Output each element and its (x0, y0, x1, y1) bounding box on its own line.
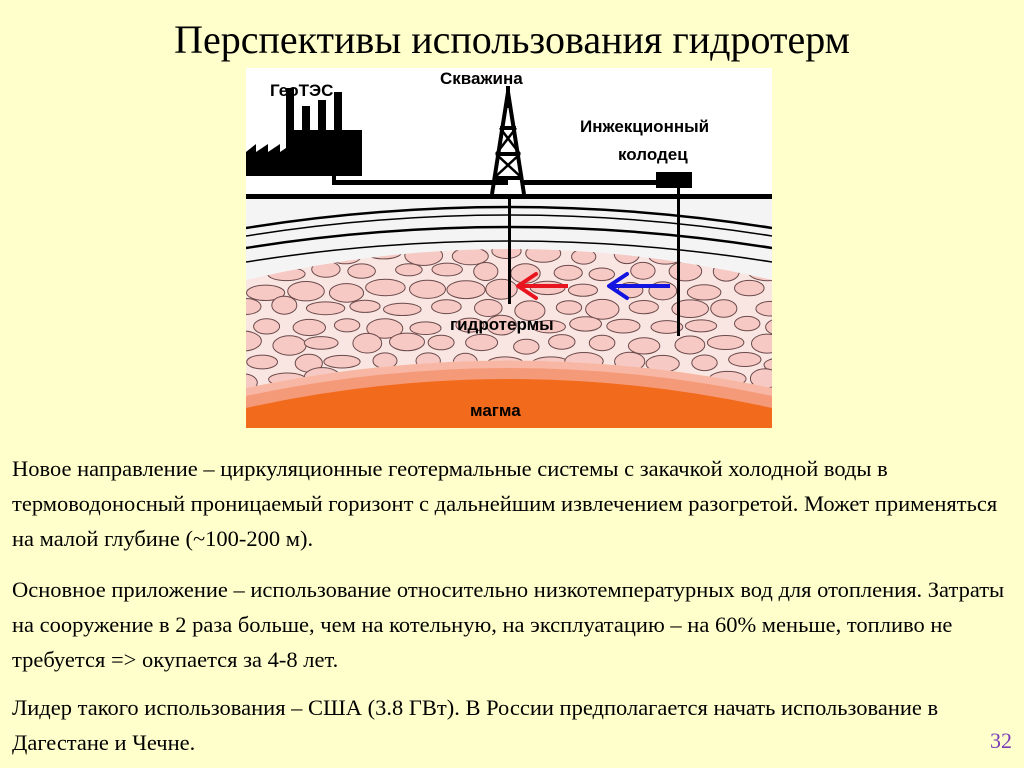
rock-pebble (763, 357, 772, 373)
paragraph-new-direction: Новое направление – циркуляционные геоте… (12, 456, 998, 551)
rock-pebble (395, 263, 423, 277)
rock-pebble (431, 262, 463, 277)
rock-pebble (253, 318, 281, 335)
rock-pebble (455, 317, 485, 333)
rock-pebble (674, 335, 706, 355)
rock-pebble (409, 321, 442, 336)
paragraph-leader: Лидер такого использования – США (3.8 ГВ… (12, 695, 939, 755)
rock-pebble (246, 284, 286, 302)
rock-pebble (555, 300, 583, 315)
rock-pebble (451, 249, 489, 266)
rock-pebble (305, 301, 346, 316)
rock-pebble (347, 263, 376, 279)
rock-pebble (548, 334, 576, 350)
rock-pebble (684, 319, 718, 333)
well-label: Скважина (440, 69, 523, 88)
rock-pebble (627, 337, 661, 355)
rock-pebble (585, 298, 620, 320)
rock-pebble (606, 318, 641, 334)
rock-pebble (328, 283, 365, 303)
plant-label: ГеоТЭС (270, 81, 333, 100)
rock-pebble (728, 352, 762, 367)
rock-pebble (365, 278, 406, 297)
rock-pebble (272, 335, 307, 356)
rock-pebble (287, 281, 325, 302)
rock-pebble (650, 320, 684, 334)
power-plant-icon (246, 88, 362, 176)
rock-pebble (474, 299, 503, 317)
rock-pebble (588, 334, 616, 352)
hydrotherms-label: гидротермы (450, 315, 554, 334)
rock-pebble (588, 267, 615, 282)
magma-label: магма (470, 401, 521, 420)
rock-pebble (486, 314, 517, 336)
rock-pebble (513, 338, 540, 355)
rock-pebble (246, 354, 278, 370)
rock-pebble (389, 332, 425, 352)
rock-pebble (734, 279, 765, 297)
rock-pebble (568, 283, 598, 297)
rock-pebble (323, 354, 361, 369)
injection-label-line1: Инжекционный (580, 117, 709, 136)
rock-pebble (473, 262, 499, 281)
rock-pebble (246, 330, 262, 352)
rock-pebble (630, 261, 656, 280)
rock-pebble (352, 332, 383, 354)
rock-pebble (303, 336, 339, 350)
rock-pebble (485, 278, 518, 300)
rock-pebble (532, 320, 566, 334)
slide-number: 32 (990, 728, 1012, 753)
injection-label-line2: колодец (618, 145, 688, 164)
hot-water-arrow (516, 272, 568, 300)
rock-pebble (686, 284, 722, 301)
rock-pebble (333, 318, 361, 333)
drilling-rig-icon (490, 86, 526, 195)
geothermal-diagram: ГеоТЭС Скважина Инжекционный колодец гид… (246, 68, 772, 428)
rock-pebble (383, 302, 422, 316)
rock-pebble (292, 318, 326, 337)
rock-pebble (431, 299, 462, 315)
slide-title: Перспективы использования гидротерм (174, 17, 850, 62)
rock-pebble (765, 317, 772, 337)
rock-pebble (446, 280, 486, 300)
rock-pebble (569, 316, 603, 332)
cold-water-arrow (607, 272, 670, 300)
rock-pebble (465, 333, 499, 352)
rock-pebble (491, 249, 522, 260)
rock-pebble (628, 300, 659, 315)
rock-pebble (749, 368, 772, 388)
rock-pebble (525, 249, 562, 263)
rock-pebble (710, 299, 738, 318)
rock-pebble (734, 315, 761, 332)
rock-pebble (349, 299, 381, 313)
rock-pebble (706, 335, 745, 350)
paragraph-main-application: Основное приложение – использование отно… (12, 577, 1005, 672)
rock-pebble (671, 299, 710, 318)
magma-layer (246, 379, 772, 428)
rock-pebble (366, 318, 404, 339)
rock-pebble (755, 300, 772, 317)
rock-pebble (427, 334, 455, 351)
rock-pebble (514, 300, 546, 321)
rock-pebble (691, 354, 718, 372)
rock-pebble (751, 333, 772, 354)
rock-pebble (271, 295, 298, 315)
rock-pebble (553, 264, 583, 281)
rock-pebble (409, 279, 446, 299)
rock-pebble (246, 298, 262, 315)
